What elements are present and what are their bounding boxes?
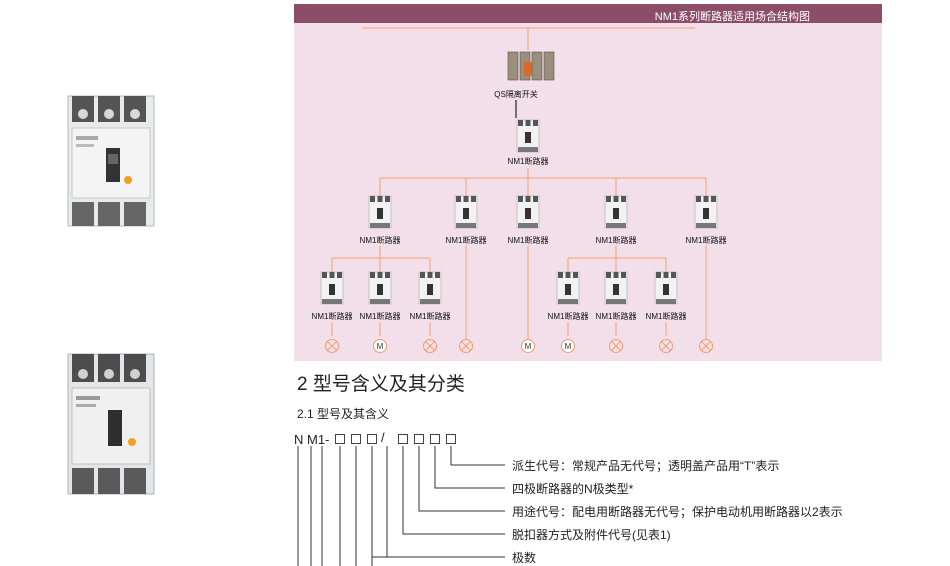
breaker-icon <box>604 195 628 229</box>
explanation-usage: 用途代号：配电用断路器无代号；保护电动机用断路器以2表示 <box>512 505 843 519</box>
code-box-usage <box>367 434 377 444</box>
explanation-poles: 极数 <box>512 551 537 565</box>
motor-load-icon: M <box>520 338 536 354</box>
breaker-label-l3b-1: NM1断路器 <box>547 312 589 321</box>
breaker-icon <box>604 271 628 305</box>
breaker-icon <box>368 195 392 229</box>
breaker-icon <box>516 195 540 229</box>
svg-text:M: M <box>565 342 572 351</box>
breaker-photo-transparent <box>67 353 155 495</box>
section-title: 2 型号含义及其分类 <box>297 374 465 395</box>
diagram-title: NM1系列断路器适用场合结构图 <box>654 11 810 23</box>
breaker-label-l2-5: NM1断路器 <box>685 236 727 245</box>
breaker-label-l2-4: NM1断路器 <box>595 236 637 245</box>
isolator-label: QS隔离开关 <box>494 90 538 99</box>
breaker-icon <box>418 271 442 305</box>
breaker-icon <box>368 271 392 305</box>
model-code-prefix: N M1- <box>294 432 330 447</box>
svg-text:M: M <box>377 342 384 351</box>
explanation-derivative: 派生代号：常规产品无代号；透明盖产品用“T”表示 <box>512 459 780 473</box>
breaker-label-l2-2: NM1断路器 <box>445 236 487 245</box>
model-code: N M1- <box>294 432 329 448</box>
breaker-icon <box>654 271 678 305</box>
breaker-label-l2-1: NM1断路器 <box>359 236 401 245</box>
lamp-load-icon <box>698 338 714 354</box>
motor-load-icon: M <box>372 338 388 354</box>
breaker-label-l3a-2: NM1断路器 <box>359 312 401 321</box>
code-box-derivative <box>414 434 424 444</box>
diagram-header: NM1系列断路器适用场合结构图 <box>294 4 882 23</box>
breaker-photo-front <box>67 95 155 227</box>
breaker-label-l2-3: NM1断路器 <box>507 236 549 245</box>
code-box-extra-2 <box>446 434 456 444</box>
breaker-label-l3a-3: NM1断路器 <box>409 312 451 321</box>
breaker-label-l3b-3: NM1断路器 <box>645 312 687 321</box>
isolator-switch-icon <box>507 51 555 81</box>
breaker-icon <box>694 195 718 229</box>
explanation-release: 脱扣器方式及附件代号(见表1) <box>512 528 671 542</box>
code-box-release <box>351 434 361 444</box>
svg-text:M: M <box>525 342 532 351</box>
code-box-n-pole <box>398 434 408 444</box>
breaker-label-l3a-1: NM1断路器 <box>311 312 353 321</box>
code-box-extra-1 <box>430 434 440 444</box>
code-separator: / <box>381 430 385 445</box>
lamp-load-icon <box>608 338 624 354</box>
explanation-n-pole: 四极断路器的N极类型* <box>512 482 634 496</box>
breaker-icon <box>454 195 478 229</box>
breaker-label-main: NM1断路器 <box>507 157 549 166</box>
lamp-load-icon <box>658 338 674 354</box>
breaker-icon <box>516 119 540 153</box>
lamp-load-icon <box>458 338 474 354</box>
code-box-poles <box>335 434 345 444</box>
structure-diagram <box>294 4 882 361</box>
breaker-icon <box>556 271 580 305</box>
breaker-icon <box>320 271 344 305</box>
motor-load-icon: M <box>560 338 576 354</box>
lamp-load-icon <box>324 338 340 354</box>
lamp-load-icon <box>422 338 438 354</box>
section-subtitle: 2.1 型号及其含义 <box>297 407 390 421</box>
breaker-label-l3b-2: NM1断路器 <box>595 312 637 321</box>
